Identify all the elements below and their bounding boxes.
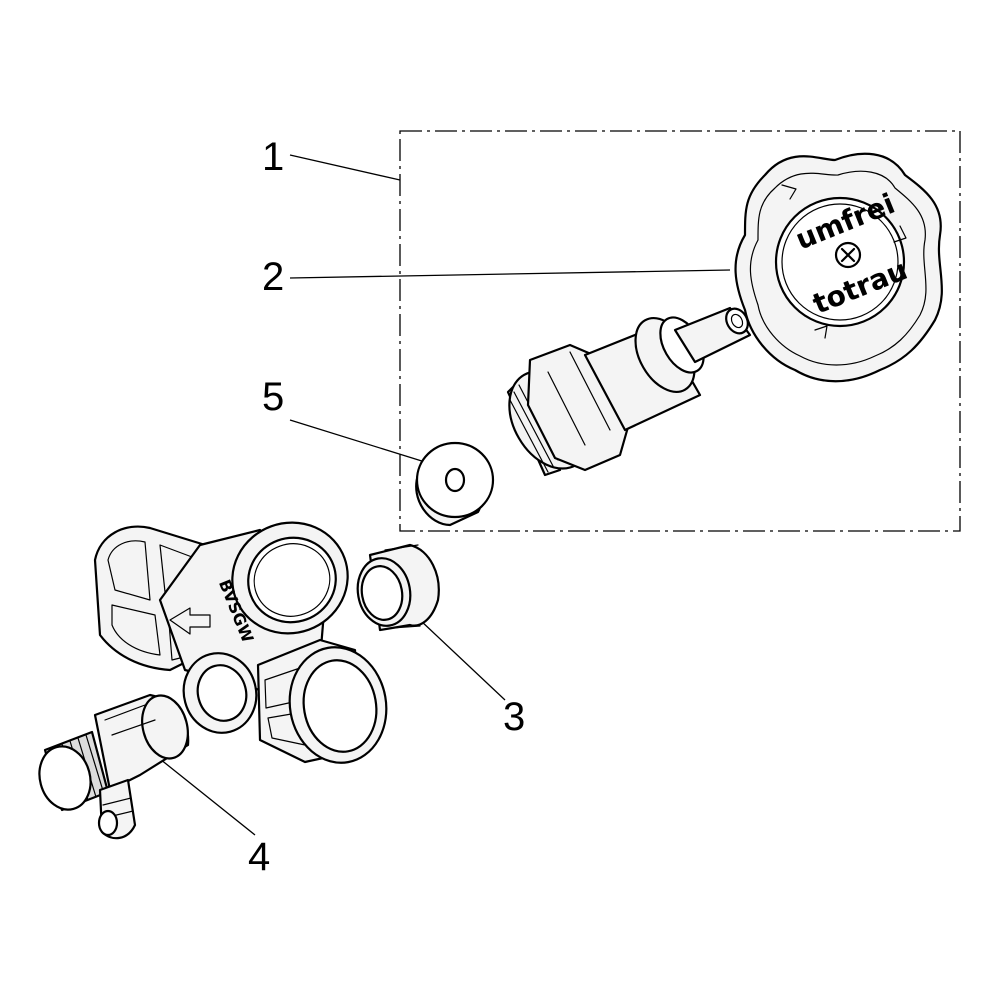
leader-1	[289, 154, 401, 181]
leader-5	[289, 419, 426, 463]
valve-body: BVSGW	[93, 521, 388, 764]
washer	[415, 441, 495, 527]
drain-valve	[38, 693, 190, 840]
valve-bottom-port	[182, 652, 258, 734]
callout-4: 4	[248, 835, 270, 879]
callout-2: 2	[262, 255, 284, 299]
spindle-assembly	[506, 306, 752, 477]
callout-5: 5	[262, 375, 284, 419]
handwheel: umfrei totrau	[734, 152, 943, 383]
callout-1: 1	[262, 135, 284, 179]
flow-arrow-icon	[169, 607, 211, 635]
plug	[356, 543, 440, 632]
assembly-frame	[399, 130, 961, 532]
leader-4	[154, 754, 256, 836]
leader-3	[419, 619, 506, 701]
leader-2	[289, 269, 731, 279]
handwheel-notches	[781, 184, 907, 339]
valve-top-port	[231, 521, 349, 635]
callout-3: 3	[503, 695, 525, 739]
valve-right-outlet	[256, 638, 388, 764]
